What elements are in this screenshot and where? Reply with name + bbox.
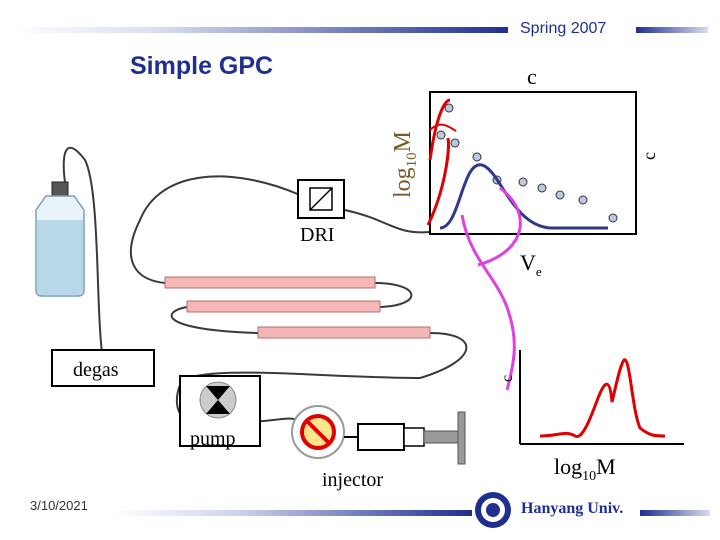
bottle-liquid	[37, 220, 83, 295]
bottom-decor-bar-right	[640, 510, 710, 516]
calibration-point	[518, 177, 528, 187]
tube-col3-to-pump	[175, 332, 468, 422]
c-right-label: c	[639, 152, 659, 160]
footer-date: 3/10/2021	[30, 498, 88, 513]
ve-main: V	[520, 250, 536, 275]
degas-label: degas	[73, 359, 119, 381]
tube-bottle-to-degas	[62, 146, 103, 353]
ve-label: Ve	[520, 250, 542, 279]
bottom-decor-bar	[112, 510, 472, 516]
syringe-plunger	[423, 430, 459, 444]
red-mwd-curve	[539, 358, 666, 438]
log-bottom-unit: M	[596, 454, 616, 479]
log-axis-label: log10M	[390, 131, 420, 198]
tube-dri-loop	[129, 175, 301, 284]
injector-label: injector	[322, 469, 383, 491]
calibration-point	[450, 138, 460, 148]
pink-arrow-curve	[477, 186, 522, 267]
calibration-point	[472, 152, 482, 162]
column-2	[186, 300, 381, 313]
calibration-point	[578, 195, 588, 205]
blue-elution-curve	[439, 163, 608, 230]
log-axis-sub: 10	[404, 152, 420, 167]
red-curve-lower	[426, 137, 450, 226]
calibration-point	[608, 213, 618, 223]
syringe-barrel	[357, 423, 405, 451]
calibration-point	[555, 190, 565, 200]
dri-label: DRI	[300, 224, 334, 246]
ve-sub: e	[536, 264, 542, 279]
pump-head	[199, 381, 237, 419]
calibration-point	[444, 103, 454, 113]
upper-chart-frame	[429, 91, 637, 235]
pump-label: pump	[190, 428, 236, 450]
pink-transfer-curve	[460, 214, 516, 391]
arrow-bowtie-icon	[206, 386, 230, 414]
header-text: Spring 2007	[520, 20, 607, 37]
calibration-point	[436, 130, 446, 140]
column-1	[164, 276, 376, 289]
tube-col2-to-col3	[170, 306, 259, 334]
c-lower-label: c	[499, 375, 516, 382]
log-bottom-label: log10M	[554, 454, 616, 484]
syringe-plunger-end	[457, 411, 466, 465]
column-3	[257, 326, 431, 339]
syringe-hub	[403, 427, 425, 447]
tube-dri-to-chart	[344, 209, 431, 234]
solvent-bottle	[35, 181, 85, 297]
log-bottom-main: log	[554, 454, 582, 479]
pump	[179, 375, 261, 447]
log-axis-main: log	[390, 167, 416, 198]
c-top-label: c	[527, 64, 537, 89]
dri-detector	[297, 179, 345, 219]
log-bottom-sub: 10	[582, 469, 596, 484]
page-title: Simple GPC	[130, 52, 274, 80]
red-curve-tip	[429, 123, 457, 132]
top-decor-bar	[12, 27, 508, 33]
log-axis-unit: M	[390, 131, 416, 152]
top-decor-bar-right	[636, 27, 708, 33]
injector	[291, 405, 466, 465]
calibration-point	[537, 183, 547, 193]
university-name: Hanyang Univ.	[521, 500, 624, 517]
tubing	[62, 146, 468, 423]
tube-col1-to-col2	[374, 282, 413, 308]
degas-box	[51, 349, 155, 387]
red-curve-upper	[428, 98, 451, 161]
seal-icon	[475, 492, 511, 528]
bottle-cap	[51, 181, 69, 197]
